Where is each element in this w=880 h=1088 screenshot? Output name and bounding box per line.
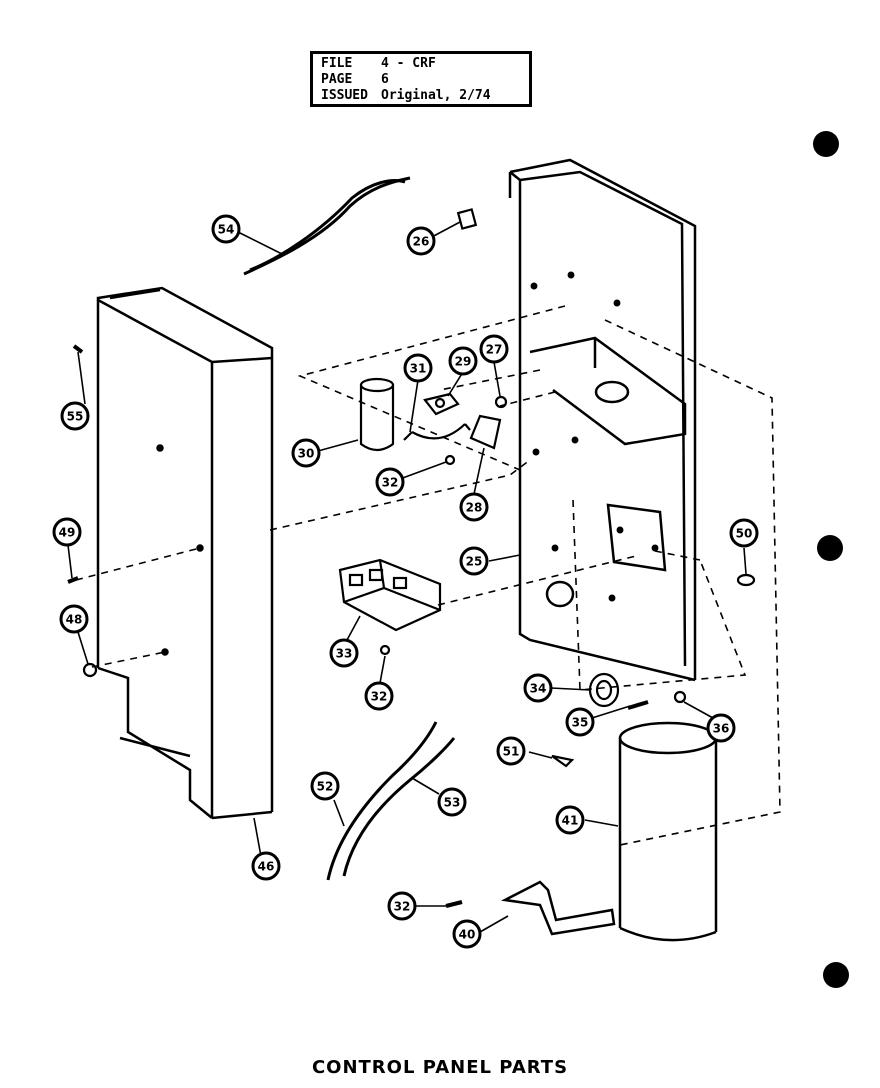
control-box-cover: [96, 286, 274, 820]
svg-text:55: 55: [67, 410, 84, 424]
terminal-block-part: [338, 558, 442, 656]
issued-row: ISSUED Original, 2/74: [321, 89, 491, 103]
svg-text:48: 48: [66, 613, 83, 627]
svg-text:33: 33: [336, 647, 353, 661]
svg-text:36: 36: [713, 722, 730, 736]
callout-32: 32: [387, 891, 417, 921]
control-panel-bracket: [508, 158, 697, 682]
callout-29: 29: [448, 346, 478, 376]
file-label: FILE: [321, 56, 353, 71]
svg-text:34: 34: [530, 682, 547, 696]
svg-text:35: 35: [572, 716, 589, 730]
page-value: 6: [381, 72, 389, 87]
callout-bubbles: 25 26 27 28 29 30 31 32 32 32 33 34 35 3…: [52, 214, 759, 949]
cover-and-strap: [500, 721, 718, 942]
page-label: PAGE: [321, 72, 353, 87]
callout-35: 35: [565, 707, 595, 737]
callout-leaders: [67, 221, 747, 933]
callout-46: 46: [251, 851, 281, 881]
svg-text:46: 46: [258, 860, 275, 874]
callout-25: 25: [459, 546, 489, 576]
file-value: 4 - CRF: [381, 56, 436, 71]
callout-28: 28: [459, 492, 489, 522]
document-info-box: FILE 4 - CRF PAGE 6 ISSUED Original, 2/74: [310, 51, 532, 107]
svg-text:28: 28: [466, 501, 483, 515]
callout-50: 50: [729, 518, 759, 548]
callout-48: 48: [59, 604, 89, 634]
callout-40: 40: [452, 919, 482, 949]
callout-49: 49: [52, 517, 82, 547]
file-row: FILE 4 - CRF: [321, 57, 436, 71]
callout-34: 34: [523, 673, 553, 703]
svg-text:29: 29: [455, 355, 472, 369]
svg-text:32: 32: [371, 690, 388, 704]
svg-text:50: 50: [736, 527, 753, 541]
alignment-lines: [75, 305, 781, 846]
issued-label: ISSUED: [321, 88, 368, 103]
svg-text:31: 31: [410, 362, 427, 376]
callout-53: 53: [437, 787, 467, 817]
callout-52: 52: [310, 771, 340, 801]
svg-text:54: 54: [218, 223, 235, 237]
callout-31: 31: [403, 353, 433, 383]
callout-41: 41: [555, 805, 585, 835]
issued-value: Original, 2/74: [381, 88, 491, 103]
callout-32: 32: [364, 681, 394, 711]
svg-text:25: 25: [466, 555, 483, 569]
callout-51: 51: [496, 736, 526, 766]
svg-text:32: 32: [382, 476, 399, 490]
svg-text:26: 26: [413, 235, 430, 249]
callout-27: 27: [479, 334, 509, 364]
diagram-title: CONTROL PANEL PARTS: [311, 1057, 569, 1078]
svg-text:41: 41: [562, 814, 579, 828]
callout-54: 54: [211, 214, 241, 244]
svg-text:51: 51: [503, 745, 520, 759]
svg-text:40: 40: [459, 928, 476, 942]
page-row: PAGE 6: [321, 73, 389, 87]
small-hardware-parts: [423, 208, 508, 466]
svg-text:49: 49: [59, 526, 76, 540]
callout-32: 32: [375, 467, 405, 497]
capacitor-part: [359, 377, 471, 452]
callout-30: 30: [291, 438, 321, 468]
callout-26: 26: [406, 226, 436, 256]
callout-33: 33: [329, 638, 359, 668]
svg-text:52: 52: [317, 780, 334, 794]
callout-55: 55: [60, 401, 90, 431]
svg-text:27: 27: [486, 343, 503, 357]
wiring-harness: [243, 176, 456, 881]
callout-36: 36: [706, 713, 736, 743]
svg-text:32: 32: [394, 900, 411, 914]
svg-text:30: 30: [298, 447, 315, 461]
binder-holes: [813, 131, 849, 988]
svg-text:53: 53: [444, 796, 461, 810]
